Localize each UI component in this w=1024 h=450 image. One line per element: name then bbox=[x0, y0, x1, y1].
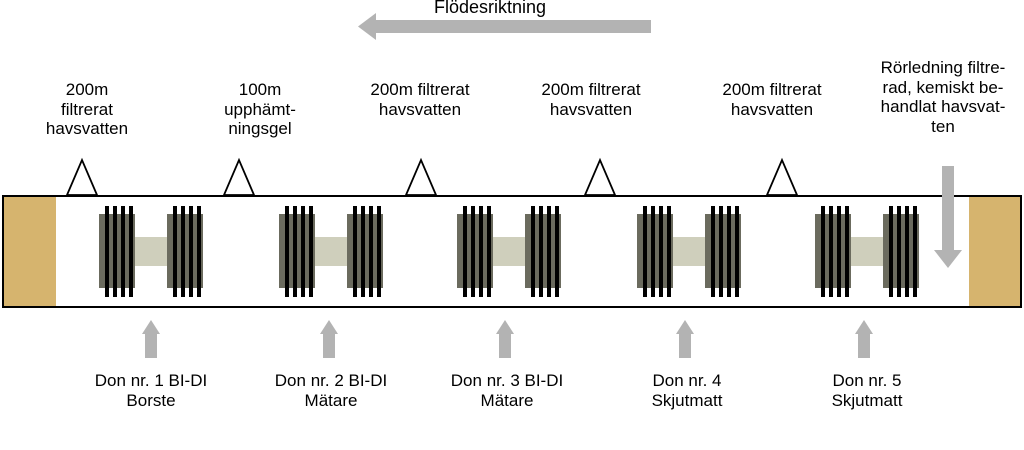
pig-disc bbox=[547, 206, 551, 297]
pig-disc bbox=[121, 206, 125, 297]
medium-marker-2 bbox=[222, 157, 256, 196]
pig-disc bbox=[845, 206, 849, 297]
pig-disc bbox=[719, 206, 723, 297]
pig-disc bbox=[889, 206, 893, 297]
medium-marker-1 bbox=[65, 157, 99, 196]
medium-markers bbox=[65, 157, 799, 196]
device-label-2: Don nr. 2 BI-DI Mätare bbox=[274, 371, 388, 410]
pig-disc bbox=[735, 206, 739, 297]
pig-disc bbox=[309, 206, 313, 297]
pig-5 bbox=[815, 206, 919, 297]
pig-disc bbox=[651, 206, 655, 297]
pig-connector bbox=[133, 237, 171, 266]
pig-disc bbox=[361, 206, 365, 297]
pig-connector bbox=[313, 237, 351, 266]
pig-disc bbox=[377, 206, 381, 297]
up-arrow-1 bbox=[142, 320, 160, 358]
pig-disc bbox=[531, 206, 535, 297]
pig-disc bbox=[113, 206, 117, 297]
up-arrow-4 bbox=[676, 320, 694, 358]
up-arrow-5 bbox=[855, 320, 873, 358]
pig-connector bbox=[849, 237, 887, 266]
pig-disc bbox=[369, 206, 373, 297]
device-arrows bbox=[142, 320, 873, 358]
medium-marker-5 bbox=[765, 157, 799, 196]
pig-disc bbox=[301, 206, 305, 297]
pig-disc bbox=[129, 206, 133, 297]
pigs bbox=[99, 206, 919, 297]
inlet-down-arrow bbox=[934, 166, 962, 268]
top-label-1: 200m filtrerat havsvatten bbox=[45, 80, 129, 138]
pig-disc bbox=[905, 206, 909, 297]
up-arrow-3 bbox=[496, 320, 514, 358]
pig-disc bbox=[479, 206, 483, 297]
top-label-2: 100m upphämt- ningsgel bbox=[224, 80, 296, 138]
medium-marker-4 bbox=[583, 157, 617, 196]
up-arrow-2 bbox=[320, 320, 338, 358]
pig-disc bbox=[471, 206, 475, 297]
end-cap-right bbox=[969, 197, 1020, 306]
pig-disc bbox=[913, 206, 917, 297]
top-label-3: 200m filtrerat havsvatten bbox=[370, 80, 470, 119]
pig-disc bbox=[667, 206, 671, 297]
pig-disc bbox=[643, 206, 647, 297]
flow-direction-arrow bbox=[358, 13, 651, 40]
pig-disc bbox=[105, 206, 109, 297]
pig-disc bbox=[539, 206, 543, 297]
pig-disc bbox=[837, 206, 841, 297]
device-label-3: Don nr. 3 BI-DI Mätare bbox=[450, 371, 564, 410]
pig-1 bbox=[99, 206, 203, 297]
pig-connector bbox=[491, 237, 529, 266]
pig-disc bbox=[173, 206, 177, 297]
pig-disc bbox=[463, 206, 467, 297]
pig-disc bbox=[829, 206, 833, 297]
pig-disc bbox=[181, 206, 185, 297]
top-label-4: 200m filtrerat havsvatten bbox=[541, 80, 641, 119]
pig-disc bbox=[659, 206, 663, 297]
pig-disc bbox=[555, 206, 559, 297]
pig-2 bbox=[279, 206, 383, 297]
flow-direction-label: Flödesriktning bbox=[433, 0, 547, 17]
pig-disc bbox=[293, 206, 297, 297]
pig-disc bbox=[897, 206, 901, 297]
pig-disc bbox=[189, 206, 193, 297]
device-label-1: Don nr. 1 BI-DI Borste bbox=[94, 371, 208, 410]
top-label-5: 200m filtrerat havsvatten bbox=[722, 80, 822, 119]
device-label-5: Don nr. 5 Skjutmatt bbox=[831, 371, 903, 410]
pig-disc bbox=[727, 206, 731, 297]
pig-disc bbox=[285, 206, 289, 297]
pig-disc bbox=[711, 206, 715, 297]
pig-disc bbox=[197, 206, 201, 297]
device-label-4: Don nr. 4 Skjutmatt bbox=[651, 371, 723, 410]
pig-disc bbox=[487, 206, 491, 297]
top-label-6: Rörledning filtre- rad, kemiskt be- hand… bbox=[880, 58, 1006, 136]
pig-connector bbox=[671, 237, 709, 266]
pig-3 bbox=[457, 206, 561, 297]
end-cap-left bbox=[4, 197, 56, 306]
pig-disc bbox=[353, 206, 357, 297]
pig-disc bbox=[821, 206, 825, 297]
medium-marker-3 bbox=[404, 157, 438, 196]
pig-4 bbox=[637, 206, 741, 297]
